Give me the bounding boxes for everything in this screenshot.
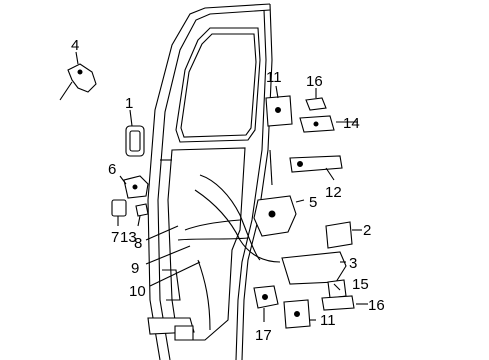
callout-7: 7 — [111, 229, 119, 246]
callout-labels: 4 1 6 7 13 8 9 10 11 16 14 12 5 2 3 15 1… — [71, 37, 385, 344]
leader-lines — [75, 51, 368, 322]
part-16-lower-bumper — [321, 295, 355, 311]
callout-10: 10 — [129, 283, 146, 300]
part-12-door-check — [269, 149, 343, 186]
callout-14: 14 — [343, 115, 360, 132]
callout-16-lower: 16 — [368, 297, 385, 314]
callout-8: 8 — [134, 235, 142, 252]
part-11-lower-hinge — [283, 299, 311, 329]
part-3-bracket — [281, 251, 347, 285]
door-shell — [147, 3, 281, 360]
callout-13: 13 — [120, 229, 137, 246]
part-14-striker — [299, 115, 335, 133]
callout-5: 5 — [309, 194, 317, 211]
callout-12: 12 — [325, 184, 342, 201]
callout-11-upper: 11 — [266, 69, 282, 86]
part-4-handle-linkage — [59, 63, 97, 101]
part-2-outside-handle — [325, 221, 353, 249]
callout-1: 1 — [125, 95, 133, 112]
part-1-inside-handle — [125, 125, 145, 157]
callout-3: 3 — [349, 255, 357, 272]
callout-9: 9 — [131, 260, 139, 277]
callout-11-lower: 11 — [320, 312, 336, 329]
part-13-clip — [135, 203, 149, 217]
callout-17: 17 — [255, 327, 272, 344]
callout-16-upper: 16 — [306, 73, 323, 90]
callout-6: 6 — [108, 161, 116, 178]
part-5-latch-assembly — [253, 195, 297, 237]
callout-15: 15 — [352, 276, 369, 293]
part-11-upper-hinge — [265, 95, 293, 127]
part-15-bumper — [327, 279, 347, 299]
callout-4: 4 — [71, 37, 79, 54]
callout-2: 2 — [363, 222, 371, 239]
part-17-lock-cylinder — [253, 285, 279, 309]
part-6-latch — [123, 175, 149, 199]
part-16-upper-bumper — [305, 97, 327, 111]
part-7-clip — [111, 199, 127, 217]
